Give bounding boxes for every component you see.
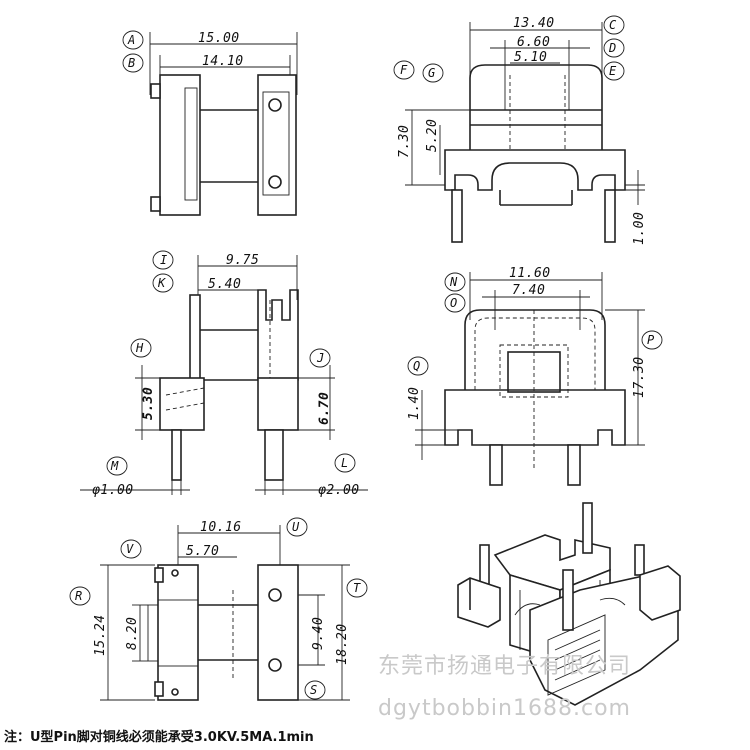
label-g: G [422,63,444,83]
dim-1-00: 1.00 [632,212,647,245]
svg-text:K: K [157,276,166,290]
dim-phi-1-00: φ1.00 [92,483,134,498]
view-top-left: 15.00 14.10 [149,31,298,216]
label-t: T [346,578,368,598]
svg-text:H: H [135,341,144,355]
svg-text:P: P [647,333,655,347]
label-i: I [152,250,174,270]
label-c-top: C [603,15,625,35]
label-b: B [122,53,144,73]
label-o: O [444,293,466,313]
view-middle-left: 9.75 5.40 5.30 6.70 φ1.00 [80,253,368,498]
dim-6-60: 6.60 [517,35,550,50]
dim-15-00: 15.00 [198,31,240,46]
label-p: P [641,330,663,350]
svg-text:I: I [160,253,167,267]
label-q: Q [407,356,429,376]
reference-labels: A B C D E F G I K H J M L N O P Q U V R … [69,15,663,700]
label-a: A [122,30,144,50]
dim-7-40: 7.40 [512,283,545,298]
svg-text:R: R [75,589,82,603]
dim-5-70: 5.70 [186,544,219,559]
dim-14-10: 14.10 [202,54,244,69]
svg-text:E: E [609,64,617,78]
label-s: S [304,680,326,700]
label-e: E [603,61,625,81]
dim-1-40: 1.40 [407,387,422,420]
svg-text:C: C [609,18,617,32]
svg-text:T: T [353,581,361,595]
dim-5-10: 5.10 [514,50,547,65]
svg-text:G: G [428,66,435,80]
svg-text:D: D [608,41,616,55]
label-h: H [130,338,152,358]
svg-text:O: O [450,296,457,310]
dim-7-30: 7.30 [397,125,412,158]
label-f: F [393,60,415,80]
label-u: U [286,517,308,537]
label-k: K [152,273,174,293]
dim-5-40: 5.40 [208,277,241,292]
dim-15-24: 15.24 [93,614,108,656]
svg-text:J: J [316,351,324,365]
dim-6-70: 6.70 [317,392,332,425]
svg-text:A: A [127,33,135,47]
svg-text:N: N [449,275,458,289]
watermark-url: dgytbobbin1688.com [378,696,631,721]
label-l: L [334,453,356,473]
view-middle-right: 11.60 7.40 1.40 17.30 [407,266,647,486]
dim-18-20: 18.20 [335,623,350,665]
dim-5-20: 5.20 [425,119,440,152]
dim-phi-2-00: φ2.00 [318,483,360,498]
view-isometric [457,502,681,706]
label-n: N [444,272,466,292]
label-m: M [106,456,128,476]
label-r: R [69,586,91,606]
label-v: V [120,539,142,559]
svg-text:M: M [110,459,119,473]
svg-text:L: L [341,456,348,470]
label-d: D [603,38,625,58]
dim-9-40: 9.40 [311,617,326,650]
dim-13-40: 13.40 [513,16,555,31]
dim-5-30: 5.30 [141,387,156,420]
svg-text:B: B [128,56,135,70]
dim-9-75: 9.75 [226,253,259,268]
dim-17-30: 17.30 [632,356,647,398]
svg-text:V: V [126,542,134,556]
label-j: J [309,348,331,368]
svg-text:F: F [400,63,408,77]
dim-10-16: 10.16 [200,520,242,535]
svg-text:S: S [310,683,317,697]
watermark-company: 东莞市扬通电子有限公司 [378,654,632,679]
note-text: 注：U型Pin脚对铜线必须能承受3.0KV.5MA.1min [4,730,314,745]
svg-text:Q: Q [413,359,420,373]
svg-text:U: U [292,520,300,534]
dim-8-20: 8.20 [125,617,140,650]
dim-11-60: 11.60 [509,266,551,281]
view-top-right: 13.40 6.60 5.10 7.30 5.20 1.00 [397,16,647,245]
view-bottom-left: 10.16 5.70 15.24 8.20 9.40 18. [93,520,350,701]
